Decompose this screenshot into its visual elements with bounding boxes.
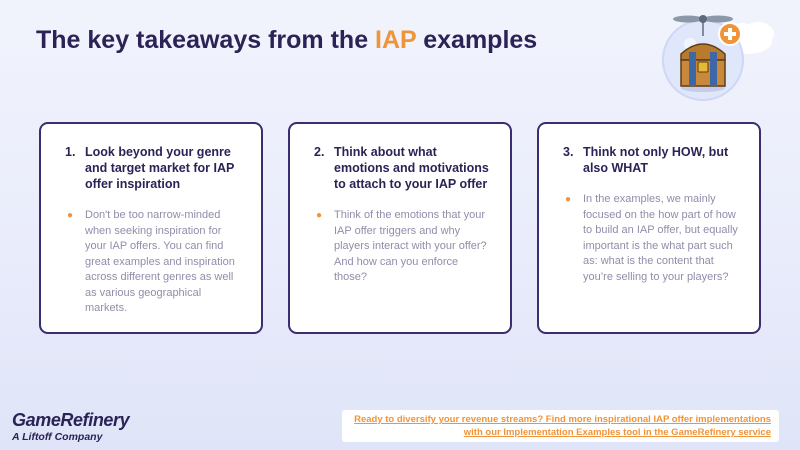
plus-badge-icon [718,22,742,46]
cta-line-2[interactable]: with our Implementation Examples tool in… [463,427,771,438]
title-highlight: IAP [375,26,417,54]
propeller-icon [673,15,733,36]
bullet-icon: ● [565,194,572,205]
cta-link[interactable]: Ready to diversify your revenue streams?… [342,410,779,442]
card-body: ● Don't be too narrow-minded when seekin… [65,208,243,317]
brand-logo: GameRefinery A Liftoff Company [12,410,130,444]
card-text: Think of the emotions that your IAP offe… [334,209,487,283]
card-header: 3. Think not only HOW, but also WHAT [563,144,741,176]
card-body: ● Think of the emotions that your IAP of… [314,208,492,286]
card-number: 3. [563,145,574,159]
cta-line-1[interactable]: Ready to diversify your revenue streams?… [354,414,771,425]
brand-name: GameRefinery [12,410,130,430]
page-title: The key takeaways from the IAP examples [36,26,537,55]
card-title: Think about what emotions and motivation… [334,145,489,191]
card-text: In the examples, we mainly focused on th… [583,193,738,283]
hero-illustration [650,2,800,112]
card-title: Think not only HOW, but also WHAT [583,145,729,175]
takeaway-card-1: 1. Look beyond your genre and target mar… [39,122,263,334]
card-header: 1. Look beyond your genre and target mar… [65,144,243,192]
brand-tagline: A Liftoff Company [12,431,103,443]
card-text: Don't be too narrow-minded when seeking … [85,209,235,314]
card-title: Look beyond your genre and target market… [85,145,235,191]
treasure-chest-icon [680,43,726,92]
title-suffix: examples [416,26,538,54]
card-header: 2. Think about what emotions and motivat… [314,144,492,192]
card-body: ● In the examples, we mainly focused on … [563,192,741,285]
takeaway-card-2: 2. Think about what emotions and motivat… [288,122,512,334]
bullet-icon: ● [316,210,323,221]
title-prefix: The key takeaways from the [36,26,376,54]
card-number: 2. [314,145,325,159]
bullet-icon: ● [67,210,74,221]
card-number: 1. [65,145,76,159]
takeaway-card-3: 3. Think not only HOW, but also WHAT ● I… [537,122,761,334]
